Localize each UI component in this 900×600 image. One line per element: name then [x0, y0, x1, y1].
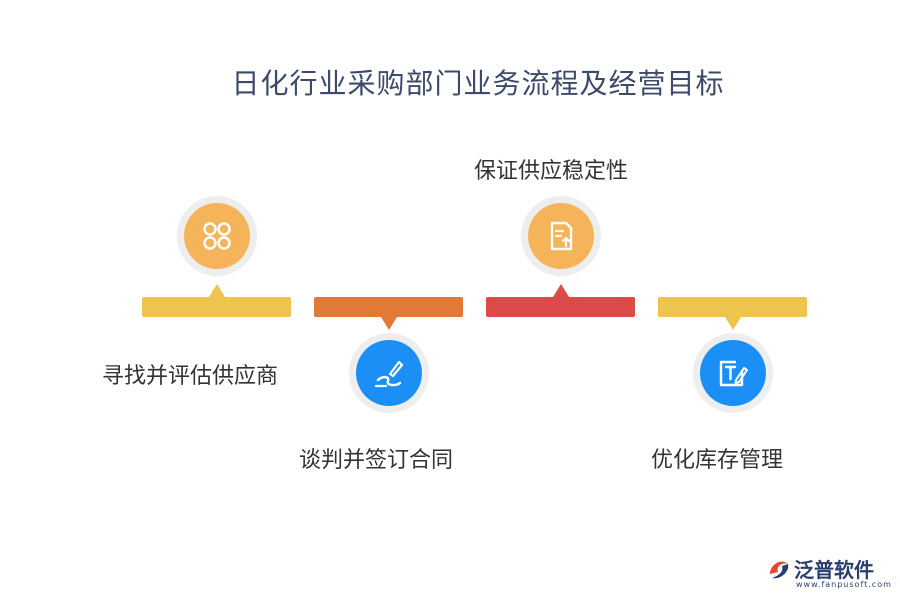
step-2-pointer: [381, 317, 397, 330]
step-2-bar: [314, 297, 463, 330]
text-edit-icon: [719, 360, 748, 387]
brand-url: www.fanpusoft.com: [796, 580, 892, 589]
step-4-label: 优化库存管理: [651, 448, 784, 473]
step-1-icon-badge: [177, 196, 257, 276]
step-4-bar: [658, 297, 807, 330]
document-upload-icon: [550, 221, 573, 251]
brand-logo: 泛普软件 www.fanpusoft.com: [766, 554, 896, 594]
step-3-label: 保证供应稳定性: [474, 159, 629, 184]
step-3-icon-badge: [521, 196, 601, 276]
step-1-bar: [142, 284, 291, 317]
step-1-label: 寻找并评估供应商: [102, 364, 279, 389]
step-1-pointer: [209, 284, 225, 297]
step-4-icon-badge: [693, 333, 773, 413]
step-4-pointer: [725, 317, 741, 330]
step-3-bar: [486, 284, 635, 317]
page-title: 日化行业采购部门业务流程及经营目标: [231, 67, 725, 100]
step-2-label: 谈判并签订合同: [299, 448, 454, 473]
brand-swirl-icon: [770, 561, 789, 579]
brand-name: 泛普软件: [794, 558, 874, 582]
step-3-pointer: [553, 284, 569, 297]
signature-pen-icon: [374, 360, 404, 388]
grid-circles-icon: [203, 222, 231, 250]
step-2-icon-badge: [349, 333, 429, 413]
